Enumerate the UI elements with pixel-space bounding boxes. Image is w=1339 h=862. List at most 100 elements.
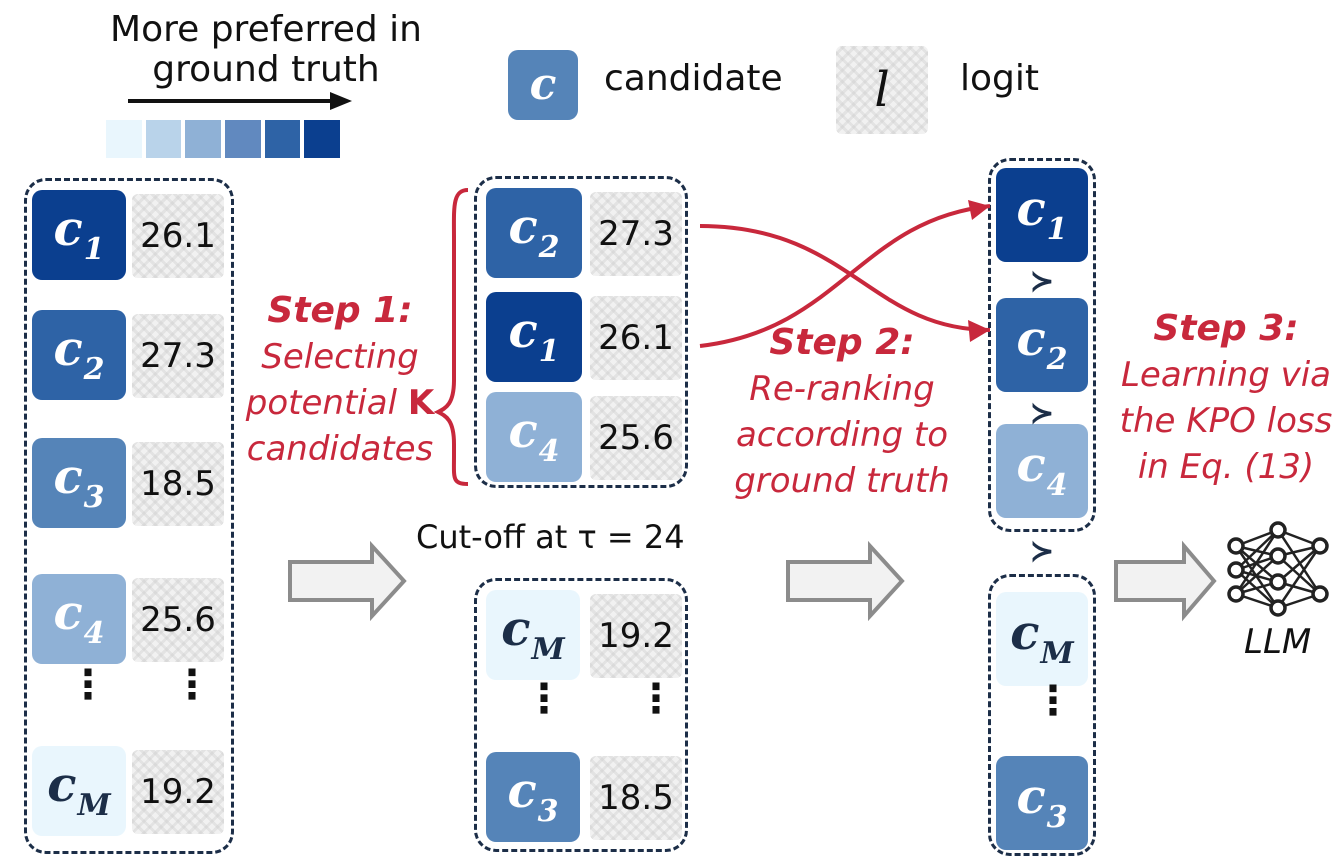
process-arrow-3 [1114,540,1217,622]
preference-gradient-bar [106,120,341,158]
step2-text: Step 2: Re-ranking according to ground t… [722,320,962,504]
column3-candidate-letter: c1 [1016,181,1068,247]
column1-candidate-letter: cM [47,757,111,823]
column3-candidate-letter: c3 [1016,769,1068,835]
llm-label: LLM [1244,622,1312,662]
column2_top-logit-2: 27.3 [590,192,682,276]
column2_top-candidate-letter: c4 [508,403,560,469]
step2-line3: ground truth [734,461,950,501]
column3-candidate-letter: c2 [1016,311,1068,377]
step1-line1: Selecting [261,337,419,377]
process-arrow-2 [786,540,905,622]
rerank-arrow-c2 [699,224,991,332]
column3-candidate-letter: cM [1010,605,1074,671]
step1-title: Step 1: [267,290,413,331]
column2_bottom-candidate-M: cM [486,590,580,680]
step2-line2: according to [735,415,949,455]
reranked-bottom-box [988,574,1096,856]
step1-line2: potential K [240,380,440,426]
column3-candidate-subscript: 2 [1046,342,1068,377]
column1-candidate-subscript: M [77,788,111,823]
column3-candidate-2: c2 [996,298,1088,392]
gradient-step-6 [304,120,341,158]
column3-candidate-subscript: 3 [1046,800,1068,835]
step3-line2: the KPO loss [1119,401,1333,441]
column2_bottom-candidate-subscript: M [531,632,565,667]
preference-label-line1: More preferred in [110,9,422,50]
column1-candidate-letter: c2 [53,321,105,387]
legend-logit-symbol: l [874,62,890,118]
gradient-step-3 [185,120,222,158]
column3-candidate-4: c4 [996,424,1088,518]
step1-line2-text: potential [245,383,408,423]
column1-candidate-1: c1 [32,190,126,280]
gradient-step-2 [145,120,182,158]
legend-candidate-label: candidate [604,58,783,99]
legend-candidate-swatch: c [508,50,578,120]
column1-logit-2: 27.3 [132,314,224,398]
step3-text: Step 3: Learning via the KPO loss in Eq.… [1108,306,1339,490]
column2_bottom-candidate-subscript: 3 [537,794,559,829]
all-candidates-box [24,178,234,854]
column2_top-candidate-4: c4 [486,392,582,482]
legend-logit-swatch: l [836,46,928,134]
column1-logit-3: 18.5 [132,442,224,526]
column2_top-candidate-letter: c1 [508,303,560,369]
column2_bottom-candidate-letter: c3 [507,763,559,829]
step3-title: Step 3: [1153,308,1299,349]
column2_top-logit-1: 26.1 [590,296,682,380]
column1-candidate-letter: c1 [53,201,105,267]
column2_bottom-logit-3: 18.5 [590,756,682,840]
step3-line1: Learning via [1120,355,1331,395]
rerank-arrow-c1 [699,204,991,348]
step1-k-symbol: K [407,383,435,423]
column3-candidate-subscript: 1 [1046,212,1068,247]
column1-candidate-letter: c4 [53,585,105,651]
column1-logit-4: 25.6 [132,578,224,662]
column3-candidate-subscript: M [1040,636,1074,671]
column1-candidate-subscript: 1 [83,232,105,267]
column1-candidate-subscript: 2 [83,352,105,387]
column3-candidate-M: cM [996,592,1088,686]
column1-candidate-subscript: 4 [83,616,105,651]
column3-candidate-1: c1 [996,168,1088,262]
column1-candidate-4: c4 [32,574,126,664]
cutoff-label: Cut-off at τ = 24 [416,518,685,556]
preference-label-line2: ground truth [152,49,380,90]
step3-line3: in Eq. (13) [1137,447,1315,487]
remaining-box [474,578,688,852]
step2-line1: Re-ranking [749,369,935,409]
legend-logit-label: logit [960,58,1039,99]
column2_top-logit-4: 25.6 [590,396,682,480]
selection-brace [433,188,469,486]
column2_top-candidate-2: c2 [486,188,582,278]
top-k-box [474,176,688,488]
column2_top-candidate-1: c1 [486,292,582,382]
column1-logit-M: 19.2 [132,750,224,834]
column1-candidate-letter: c3 [53,449,105,515]
column3-candidate-3: c3 [996,756,1088,850]
column2_top-candidate-subscript: 4 [538,434,560,469]
column2_bottom-candidate-letter: cM [501,601,565,667]
order-symbol-1: ≻ [1029,264,1055,299]
step1-line3: candidates [246,429,434,469]
column2_bottom-candidate-3: c3 [486,752,580,842]
column1-candidate-M: cM [32,746,126,836]
column2_top-candidate-letter: c2 [508,199,560,265]
gradient-step-1 [106,120,142,158]
column1-logit-1: 26.1 [132,194,224,278]
order-symbol-2: ≻ [1029,396,1055,431]
legend-candidate-symbol: c [529,59,557,110]
order-symbol-3: ≻ [1029,534,1055,569]
column2_bottom-logit-M: 19.2 [590,594,682,678]
step1-text: Step 1: Selecting potential K candidates [240,288,440,472]
gradient-step-5 [264,120,301,158]
step2-title: Step 2: [769,322,915,363]
column1-candidate-3: c3 [32,438,126,528]
column1-candidate-subscript: 3 [83,480,105,515]
column3-candidate-letter: c4 [1016,437,1068,503]
column2_top-candidate-subscript: 2 [538,230,560,265]
process-arrow-1 [288,540,407,622]
column1-candidate-2: c2 [32,310,126,400]
